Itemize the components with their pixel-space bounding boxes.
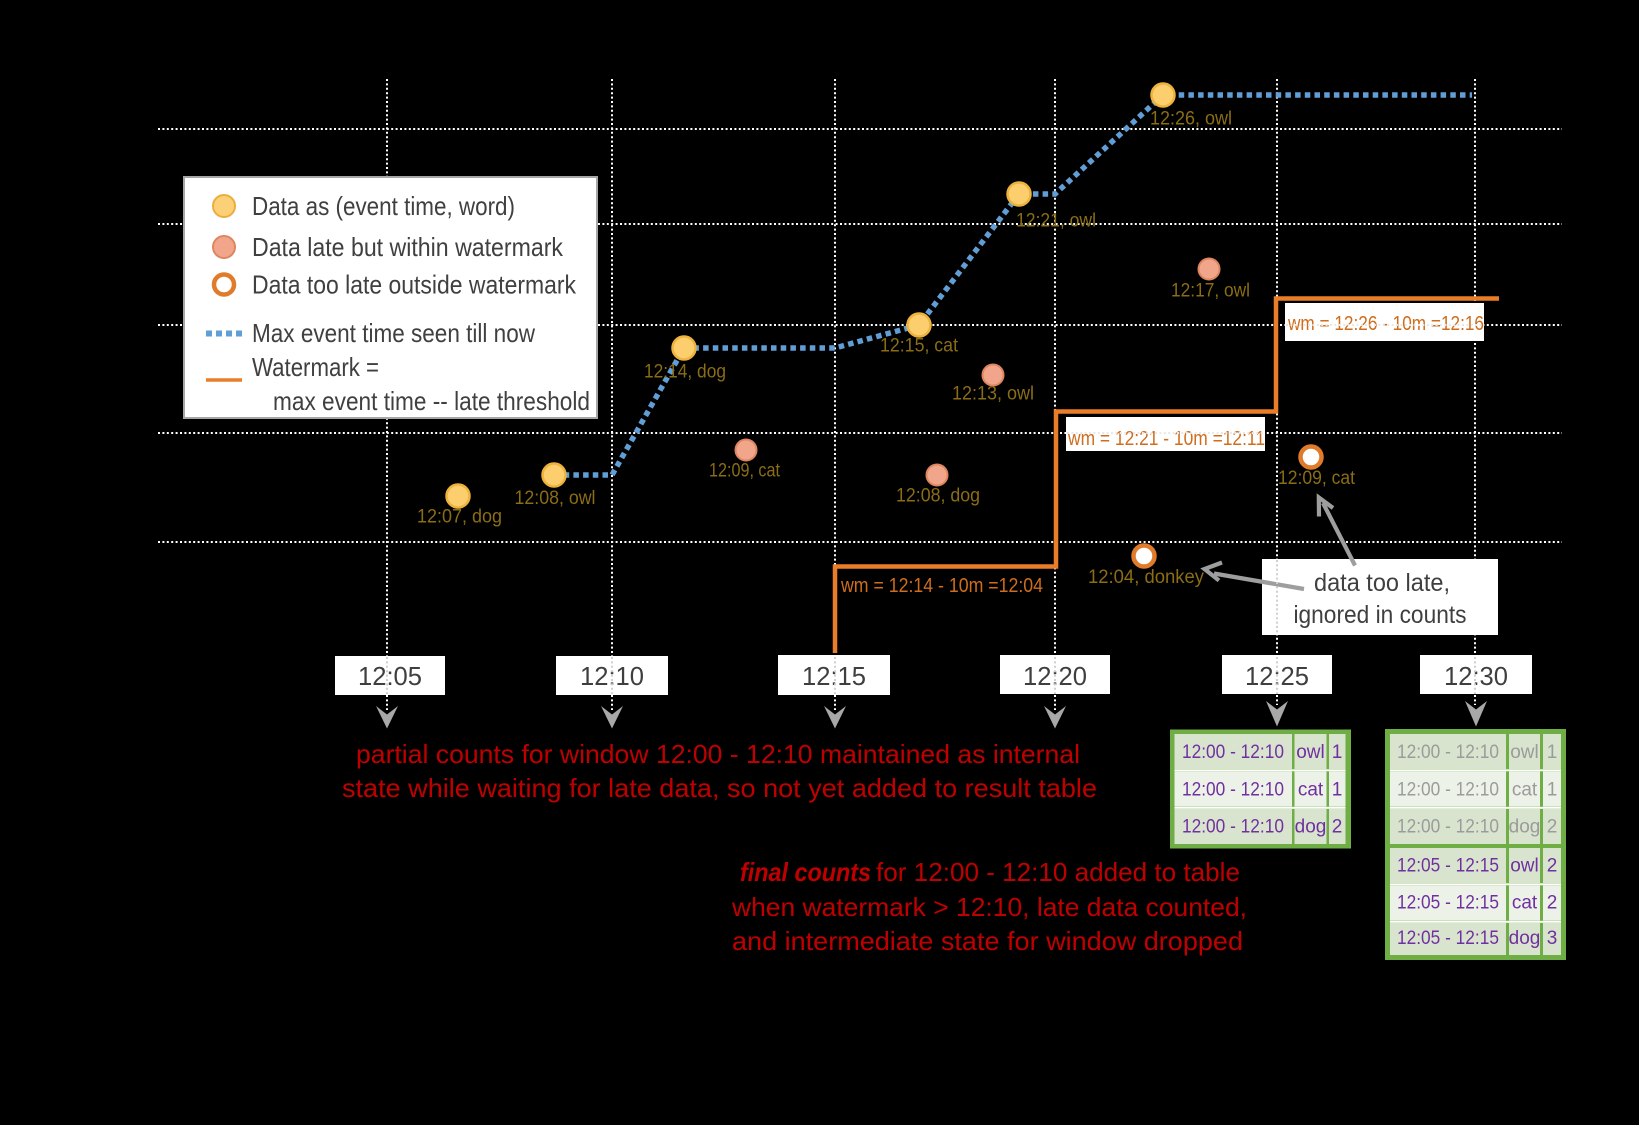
svg-text:12:09, cat: 12:09, cat [709,461,781,482]
svg-text:Data as (event time, word): Data as (event time, word) [252,191,515,221]
svg-text:2: 2 [1332,817,1343,838]
svg-text:state while waiting for late d: state while waiting for late data, so no… [342,773,1097,803]
svg-text:12:00 - 12:10: 12:00 - 12:10 [1182,817,1284,838]
svg-text:wm = 12:21 - 10m =12:11: wm = 12:21 - 10m =12:11 [1067,427,1265,450]
svg-text:12:05 - 12:15: 12:05 - 12:15 [1397,893,1499,914]
svg-text:3: 3 [1547,928,1558,949]
svg-text:12:05 - 12:15: 12:05 - 12:15 [1397,856,1499,877]
svg-text:ignored in counts: ignored in counts [1294,601,1467,629]
svg-text:2: 2 [1547,856,1558,877]
svg-text:12:21, owl: 12:21, owl [1016,211,1096,232]
svg-text:owl: owl [1510,742,1539,763]
svg-text:for 12:00 - 12:10 added to tab: for 12:00 - 12:10 added to table [876,857,1240,887]
svg-text:1: 1 [1547,742,1558,763]
svg-text:partial counts for window 12:0: partial counts for window 12:00 - 12:10 … [356,739,1080,769]
svg-text:dog: dog [1509,817,1541,838]
svg-text:1: 1 [1332,780,1343,801]
svg-text:12:08, owl: 12:08, owl [515,488,596,509]
svg-text:12:00 - 12:10: 12:00 - 12:10 [1182,742,1284,763]
svg-text:12:00 - 12:10: 12:00 - 12:10 [1397,780,1499,801]
svg-text:Max event time seen till now: Max event time seen till now [252,318,535,348]
svg-text:owl: owl [1510,856,1539,877]
svg-text:12:00 - 12:10: 12:00 - 12:10 [1182,780,1284,801]
svg-text:max event time -- late thresho: max event time -- late threshold [273,386,590,416]
svg-text:final counts: final counts [740,857,871,887]
svg-text:12:13, owl: 12:13, owl [952,384,1034,405]
svg-text:when watermark > 12:10, late d: when watermark > 12:10, late data counte… [731,892,1247,922]
svg-text:wm = 12:26 - 10m =12:16: wm = 12:26 - 10m =12:16 [1287,312,1484,335]
svg-text:12:00 - 12:10: 12:00 - 12:10 [1397,742,1499,763]
svg-text:data too late,: data too late, [1314,569,1450,597]
svg-text:cat: cat [1512,893,1538,914]
svg-text:12:08, dog: 12:08, dog [896,486,980,507]
svg-text:12:05 - 12:15: 12:05 - 12:15 [1397,928,1499,949]
svg-text:12:07, dog: 12:07, dog [417,507,502,528]
svg-text:cat: cat [1512,780,1538,801]
svg-text:Data too late outside watermar: Data too late outside watermark [252,270,577,300]
svg-text:12:05: 12:05 [358,661,422,691]
svg-text:12:09, cat: 12:09, cat [1278,468,1356,489]
svg-text:12:26, owl: 12:26, owl [1150,109,1232,130]
svg-text:12:14, dog: 12:14, dog [644,362,726,383]
svg-text:2: 2 [1547,817,1558,838]
svg-text:and intermediate state for win: and intermediate state for window droppe… [732,926,1243,956]
svg-text:2: 2 [1547,893,1558,914]
svg-text:Data late but within watermark: Data late but within watermark [252,232,564,262]
svg-text:12:17, owl: 12:17, owl [1171,281,1250,302]
svg-text:cat: cat [1298,780,1324,801]
svg-text:12:15, cat: 12:15, cat [880,336,959,357]
svg-text:wm = 12:14 - 10m =12:04: wm = 12:14 - 10m =12:04 [840,574,1043,597]
svg-text:dog: dog [1295,817,1327,838]
svg-text:12:00 - 12:10: 12:00 - 12:10 [1397,817,1499,838]
svg-text:1: 1 [1332,742,1343,763]
svg-text:owl: owl [1296,742,1325,763]
svg-text:Watermark =: Watermark = [252,352,379,382]
svg-text:12:04, donkey: 12:04, donkey [1088,567,1204,588]
svg-text:1: 1 [1547,780,1558,801]
svg-text:dog: dog [1509,928,1541,949]
